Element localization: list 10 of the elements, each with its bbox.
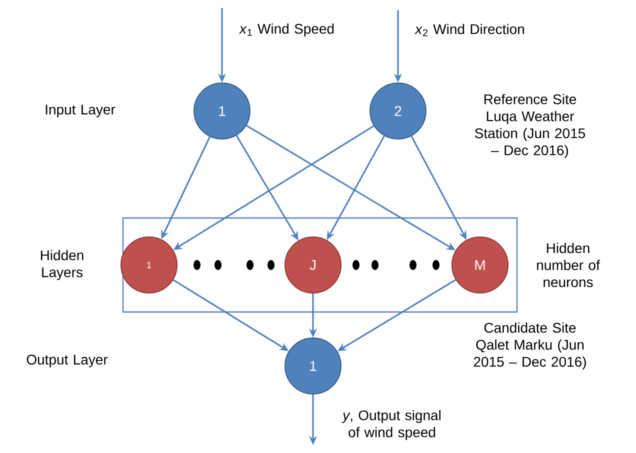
- layer-label: Input Layer: [46, 104, 116, 118]
- hidden-layer-box: [122, 217, 518, 313]
- layer-label: Hidden Layers: [40, 250, 84, 280]
- site-note: Candidate Site Qalet Marku (Jun 2015 – Dec 2016): [474, 322, 586, 370]
- edge-label: x$_{2}$ Wind Direction: [414, 24, 524, 36]
- layer-label: Output Layer: [26, 354, 108, 368]
- side-note: Hidden number of neurons: [537, 242, 600, 288]
- site-note: Reference Site Luqa Weather Station (Jun 2015 – Dec 2016): [475, 94, 586, 158]
- edge-label: y, Output signal of wind speed: [342, 410, 440, 440]
- edge-label: x$_{1}$ Wind Speed: [238, 23, 334, 37]
